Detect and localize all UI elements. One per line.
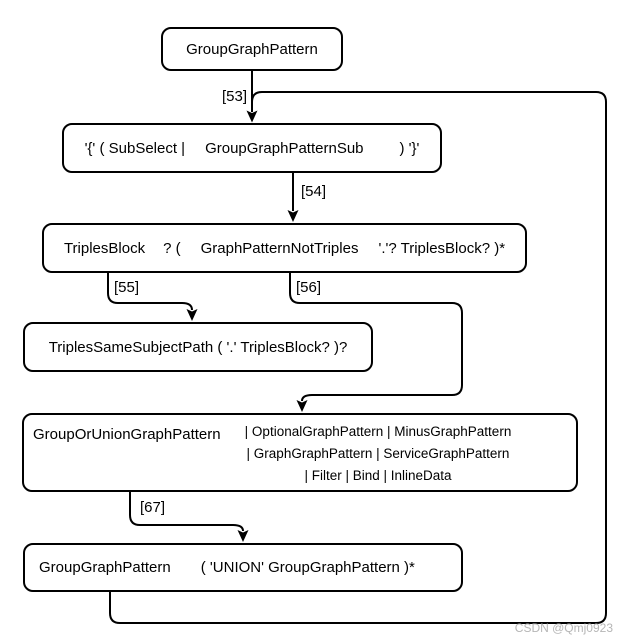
node-rule55-expansion: TriplesSameSubjectPath ( '.' TriplesBloc… bbox=[23, 322, 373, 372]
node-groupgraphpattern-label: GroupGraphPattern bbox=[186, 40, 318, 58]
edge-recursion-loop bbox=[109, 91, 607, 624]
rule56-alt-line2: | GraphGraphPattern | ServiceGraphPatter… bbox=[246, 446, 510, 461]
arrowhead-rule56 bbox=[296, 400, 308, 412]
rule56-alternatives: | OptionalGraphPattern | MinusGraphPatte… bbox=[208, 421, 548, 487]
rule53-link-groupgraphpatternsub: GroupGraphPatternSub bbox=[205, 139, 364, 157]
rule54-post-text: '.'? TriplesBlock? )* bbox=[378, 239, 506, 257]
edge-label-rule67: [67] bbox=[140, 499, 166, 516]
edge-rule55 bbox=[107, 256, 193, 311]
arrowhead-rule67 bbox=[237, 530, 249, 542]
edge-label-rule54: [54] bbox=[301, 183, 327, 200]
arrowhead-rule53 bbox=[246, 110, 258, 123]
rule56-alt-line3: | Filter | Bind | InlineData bbox=[304, 468, 452, 483]
arrowhead-rule54 bbox=[287, 210, 299, 222]
node-groupgraphpattern: GroupGraphPattern bbox=[161, 27, 343, 71]
rule56-alt-line1: | OptionalGraphPattern | MinusGraphPatte… bbox=[244, 424, 512, 439]
rule56-link-grouporuniongraphpattern: GroupOrUnionGraphPattern bbox=[33, 426, 221, 443]
node-rule53-expansion: '{' ( SubSelect | GroupGraphPatternSub )… bbox=[62, 123, 442, 173]
edge-rule67 bbox=[129, 446, 244, 532]
arrowhead-rule55 bbox=[186, 309, 198, 321]
rule54-mid-text: ? ( bbox=[163, 239, 181, 257]
edge-label-rule55: [55] bbox=[114, 279, 140, 296]
rule54-link-graphpatternnottriples: GraphPatternNotTriples bbox=[200, 239, 359, 257]
rule53-pre-text: '{' ( SubSelect | bbox=[84, 139, 186, 157]
csdn-watermark: CSDN @Qmj0923 bbox=[514, 621, 613, 635]
node-rule54-expansion: TriplesBlock ? ( GraphPatternNotTriples … bbox=[42, 223, 527, 273]
edge-rule56 bbox=[289, 256, 463, 402]
rule53-post-text: ) '}' bbox=[399, 139, 420, 157]
node-rule67-expansion: GroupGraphPattern ( 'UNION' GroupGraphPa… bbox=[23, 543, 463, 592]
rule67-post-text: ( 'UNION' GroupGraphPattern )* bbox=[200, 559, 415, 576]
edge-label-rule56: [56] bbox=[296, 279, 322, 296]
rule67-link-groupgraphpattern: GroupGraphPattern bbox=[39, 559, 171, 576]
node-rule56-expansion: GroupOrUnionGraphPattern | OptionalGraph… bbox=[22, 413, 578, 492]
edge-label-rule53: [53] bbox=[197, 89, 247, 105]
rule55-label: TriplesSameSubjectPath ( '.' TriplesBloc… bbox=[48, 338, 348, 356]
rule54-link-triplesblock: TriplesBlock bbox=[63, 239, 146, 257]
